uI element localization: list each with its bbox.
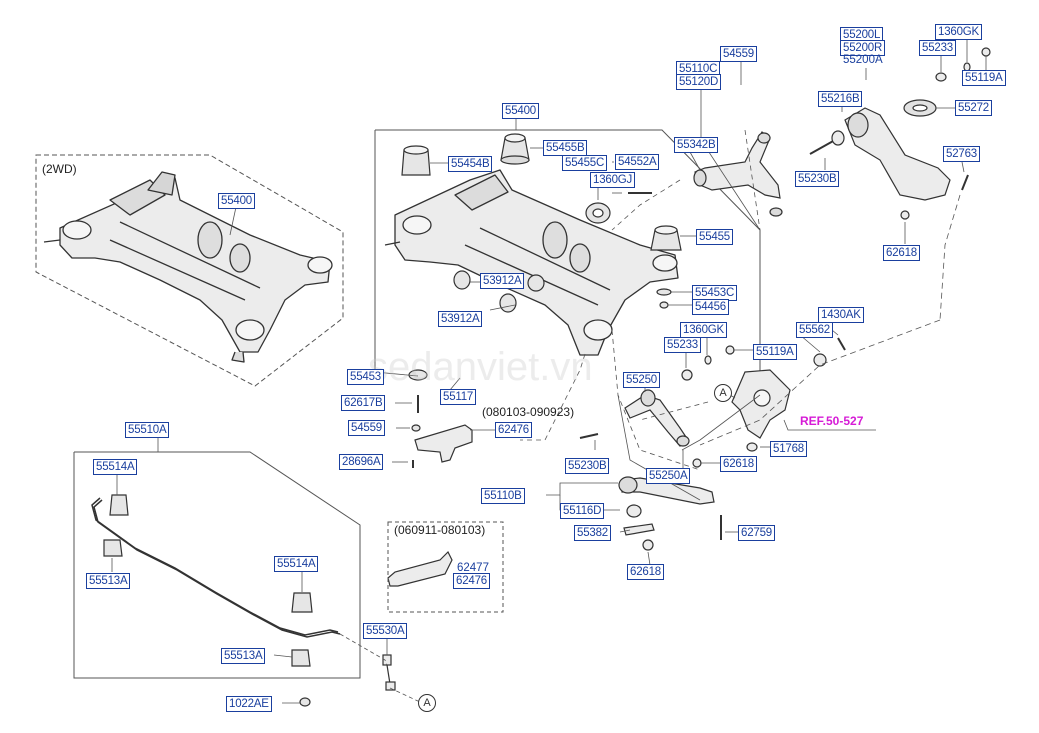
note-2wd: (2WD): [42, 162, 77, 176]
note-date-a: (080103-090923): [482, 405, 575, 419]
part-label-1360GK-top[interactable]: 1360GK: [935, 24, 982, 40]
stabilizer-bushings: [103, 494, 313, 707]
part-label-52763[interactable]: 52763: [943, 146, 980, 162]
part-label-55110B[interactable]: 55110B: [481, 488, 525, 504]
part-label-55454B[interactable]: 55454B: [448, 156, 493, 172]
ref-label[interactable]: REF.50-527: [800, 414, 864, 428]
part-label-55119A-mid[interactable]: 55119A: [753, 344, 797, 360]
part-label-55216B[interactable]: 55216B: [818, 91, 863, 107]
part-label-55514A-a[interactable]: 55514A: [93, 459, 138, 475]
part-label-55382[interactable]: 55382: [574, 525, 611, 541]
part-label-28696A[interactable]: 28696A: [339, 454, 384, 470]
part-label-62759[interactable]: 62759: [738, 525, 775, 541]
upper-arm-drawing: [693, 131, 783, 217]
part-label-55272[interactable]: 55272: [955, 100, 992, 116]
part-label-53912A-a[interactable]: 53912A: [480, 273, 525, 289]
part-label-55342B[interactable]: 55342B: [674, 137, 719, 153]
part-label-62618-mid[interactable]: 62618: [720, 456, 757, 472]
part-label-1360GJ[interactable]: 1360GJ: [590, 172, 636, 188]
note-date-b: (060911-080103): [394, 523, 486, 537]
bushings: [401, 133, 682, 432]
lateral-arm-drawing: [618, 476, 715, 551]
part-label-55200L[interactable]: 55200L: [840, 27, 884, 43]
part-label-1430AK[interactable]: 1430AK: [818, 307, 864, 323]
part-label-55250[interactable]: 55250: [623, 372, 660, 388]
part-label-54559-a[interactable]: 54559: [348, 420, 385, 436]
date-b-frame: [387, 521, 504, 613]
link-55250-drawing: [624, 389, 690, 447]
part-label-62476-a[interactable]: 62476: [495, 422, 532, 438]
part-label-55455C[interactable]: 55455C: [562, 155, 608, 171]
part-label-54456[interactable]: 54456: [692, 299, 729, 315]
leader-lines: [111, 40, 987, 704]
part-label-55455B[interactable]: 55455B: [543, 140, 588, 156]
part-label-55562[interactable]: 55562: [796, 322, 833, 338]
lower-arm-drawing: [831, 47, 991, 220]
part-label-55455[interactable]: 55455: [696, 229, 733, 245]
part-label-55120D[interactable]: 55120D: [676, 74, 722, 90]
watermark-text: sedanviet.vn: [368, 345, 593, 389]
part-label-55514A-b[interactable]: 55514A: [274, 556, 319, 572]
2wd-subframe-drawing: [43, 171, 333, 363]
part-label-62617B[interactable]: 62617B: [341, 395, 386, 411]
part-label-1360GK-mid[interactable]: 1360GK: [680, 322, 727, 338]
main-subframe-drawing: [384, 169, 679, 356]
part-label-55400-main[interactable]: 55400: [502, 103, 539, 119]
knuckle-drawing: [681, 345, 827, 468]
bolts: [412, 139, 969, 540]
part-label-55200A: 55200A: [843, 54, 883, 66]
part-label-51768[interactable]: 51768: [770, 441, 807, 457]
part-label-55513A-b[interactable]: 55513A: [221, 648, 266, 664]
part-label-1022AE[interactable]: 1022AE: [226, 696, 272, 712]
part-label-55116D[interactable]: 55116D: [560, 503, 605, 519]
part-label-55530A[interactable]: 55530A: [363, 623, 408, 639]
part-label-62618-top[interactable]: 62618: [883, 245, 920, 261]
part-label-55250A[interactable]: 55250A: [646, 468, 691, 484]
part-label-55510A[interactable]: 55510A: [125, 422, 170, 438]
part-label-55453C[interactable]: 55453C: [692, 285, 738, 301]
part-label-55233-mid[interactable]: 55233: [664, 337, 701, 353]
brackets-drawing: [387, 424, 473, 587]
part-label-62618-bot[interactable]: 62618: [627, 564, 664, 580]
part-label-54559-top[interactable]: 54559: [720, 46, 757, 62]
part-label-62476-b[interactable]: 62476: [453, 573, 490, 589]
stabilizer-frame: [73, 451, 361, 679]
2wd-group-frame: [35, 154, 344, 387]
part-label-55233-top[interactable]: 55233: [919, 40, 956, 56]
part-label-55230B-mid[interactable]: 55230B: [565, 458, 610, 474]
part-label-55453[interactable]: 55453: [347, 369, 384, 385]
part-label-55117[interactable]: 55117: [440, 389, 477, 405]
part-label-55200R[interactable]: 55200R: [840, 40, 886, 56]
part-label-55513A-a[interactable]: 55513A: [86, 573, 131, 589]
stabilizer-bar-drawing: [91, 497, 341, 638]
part-label-53912A-b[interactable]: 53912A: [438, 311, 483, 327]
callout-a-right: A: [714, 384, 732, 402]
callout-a-bottom: A: [418, 694, 436, 712]
part-label-55119A-top[interactable]: 55119A: [962, 70, 1006, 86]
part-label-62477: 62477: [457, 562, 489, 574]
part-label-55230B-top[interactable]: 55230B: [795, 171, 840, 187]
part-label-54552A[interactable]: 54552A: [615, 154, 660, 170]
part-label-55400-2wd[interactable]: 55400: [218, 193, 255, 209]
